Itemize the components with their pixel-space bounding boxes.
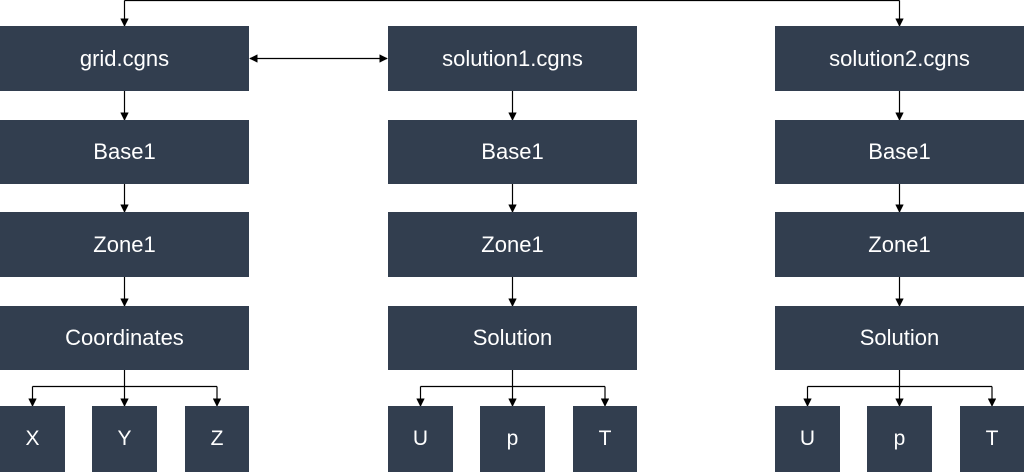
leaf-node-u-solution1: U <box>388 406 453 472</box>
leaf-node-z: Z <box>185 406 249 472</box>
coordinates-node: Coordinates <box>0 306 249 370</box>
leaf-node-t-solution1: T <box>573 406 637 472</box>
zone-node-solution1: Zone1 <box>388 212 637 277</box>
leaf-node-t-solution2: T <box>960 406 1024 472</box>
base-node-solution1: Base1 <box>388 120 637 184</box>
zone-node-solution2: Zone1 <box>775 212 1024 277</box>
solution-node-solution1: Solution <box>388 306 637 370</box>
zone-node-grid: Zone1 <box>0 212 249 277</box>
base-node-solution2: Base1 <box>775 120 1024 184</box>
base-node-grid: Base1 <box>0 120 249 184</box>
file-node-solution2: solution2.cgns <box>775 26 1024 91</box>
leaf-node-x: X <box>0 406 65 472</box>
leaf-node-y: Y <box>92 406 157 472</box>
file-node-grid: grid.cgns <box>0 26 249 91</box>
leaf-node-p-solution2: p <box>867 406 932 472</box>
leaf-node-p-solution1: p <box>480 406 545 472</box>
leaf-node-u-solution2: U <box>775 406 840 472</box>
solution-node-solution2: Solution <box>775 306 1024 370</box>
file-node-solution1: solution1.cgns <box>388 26 637 91</box>
